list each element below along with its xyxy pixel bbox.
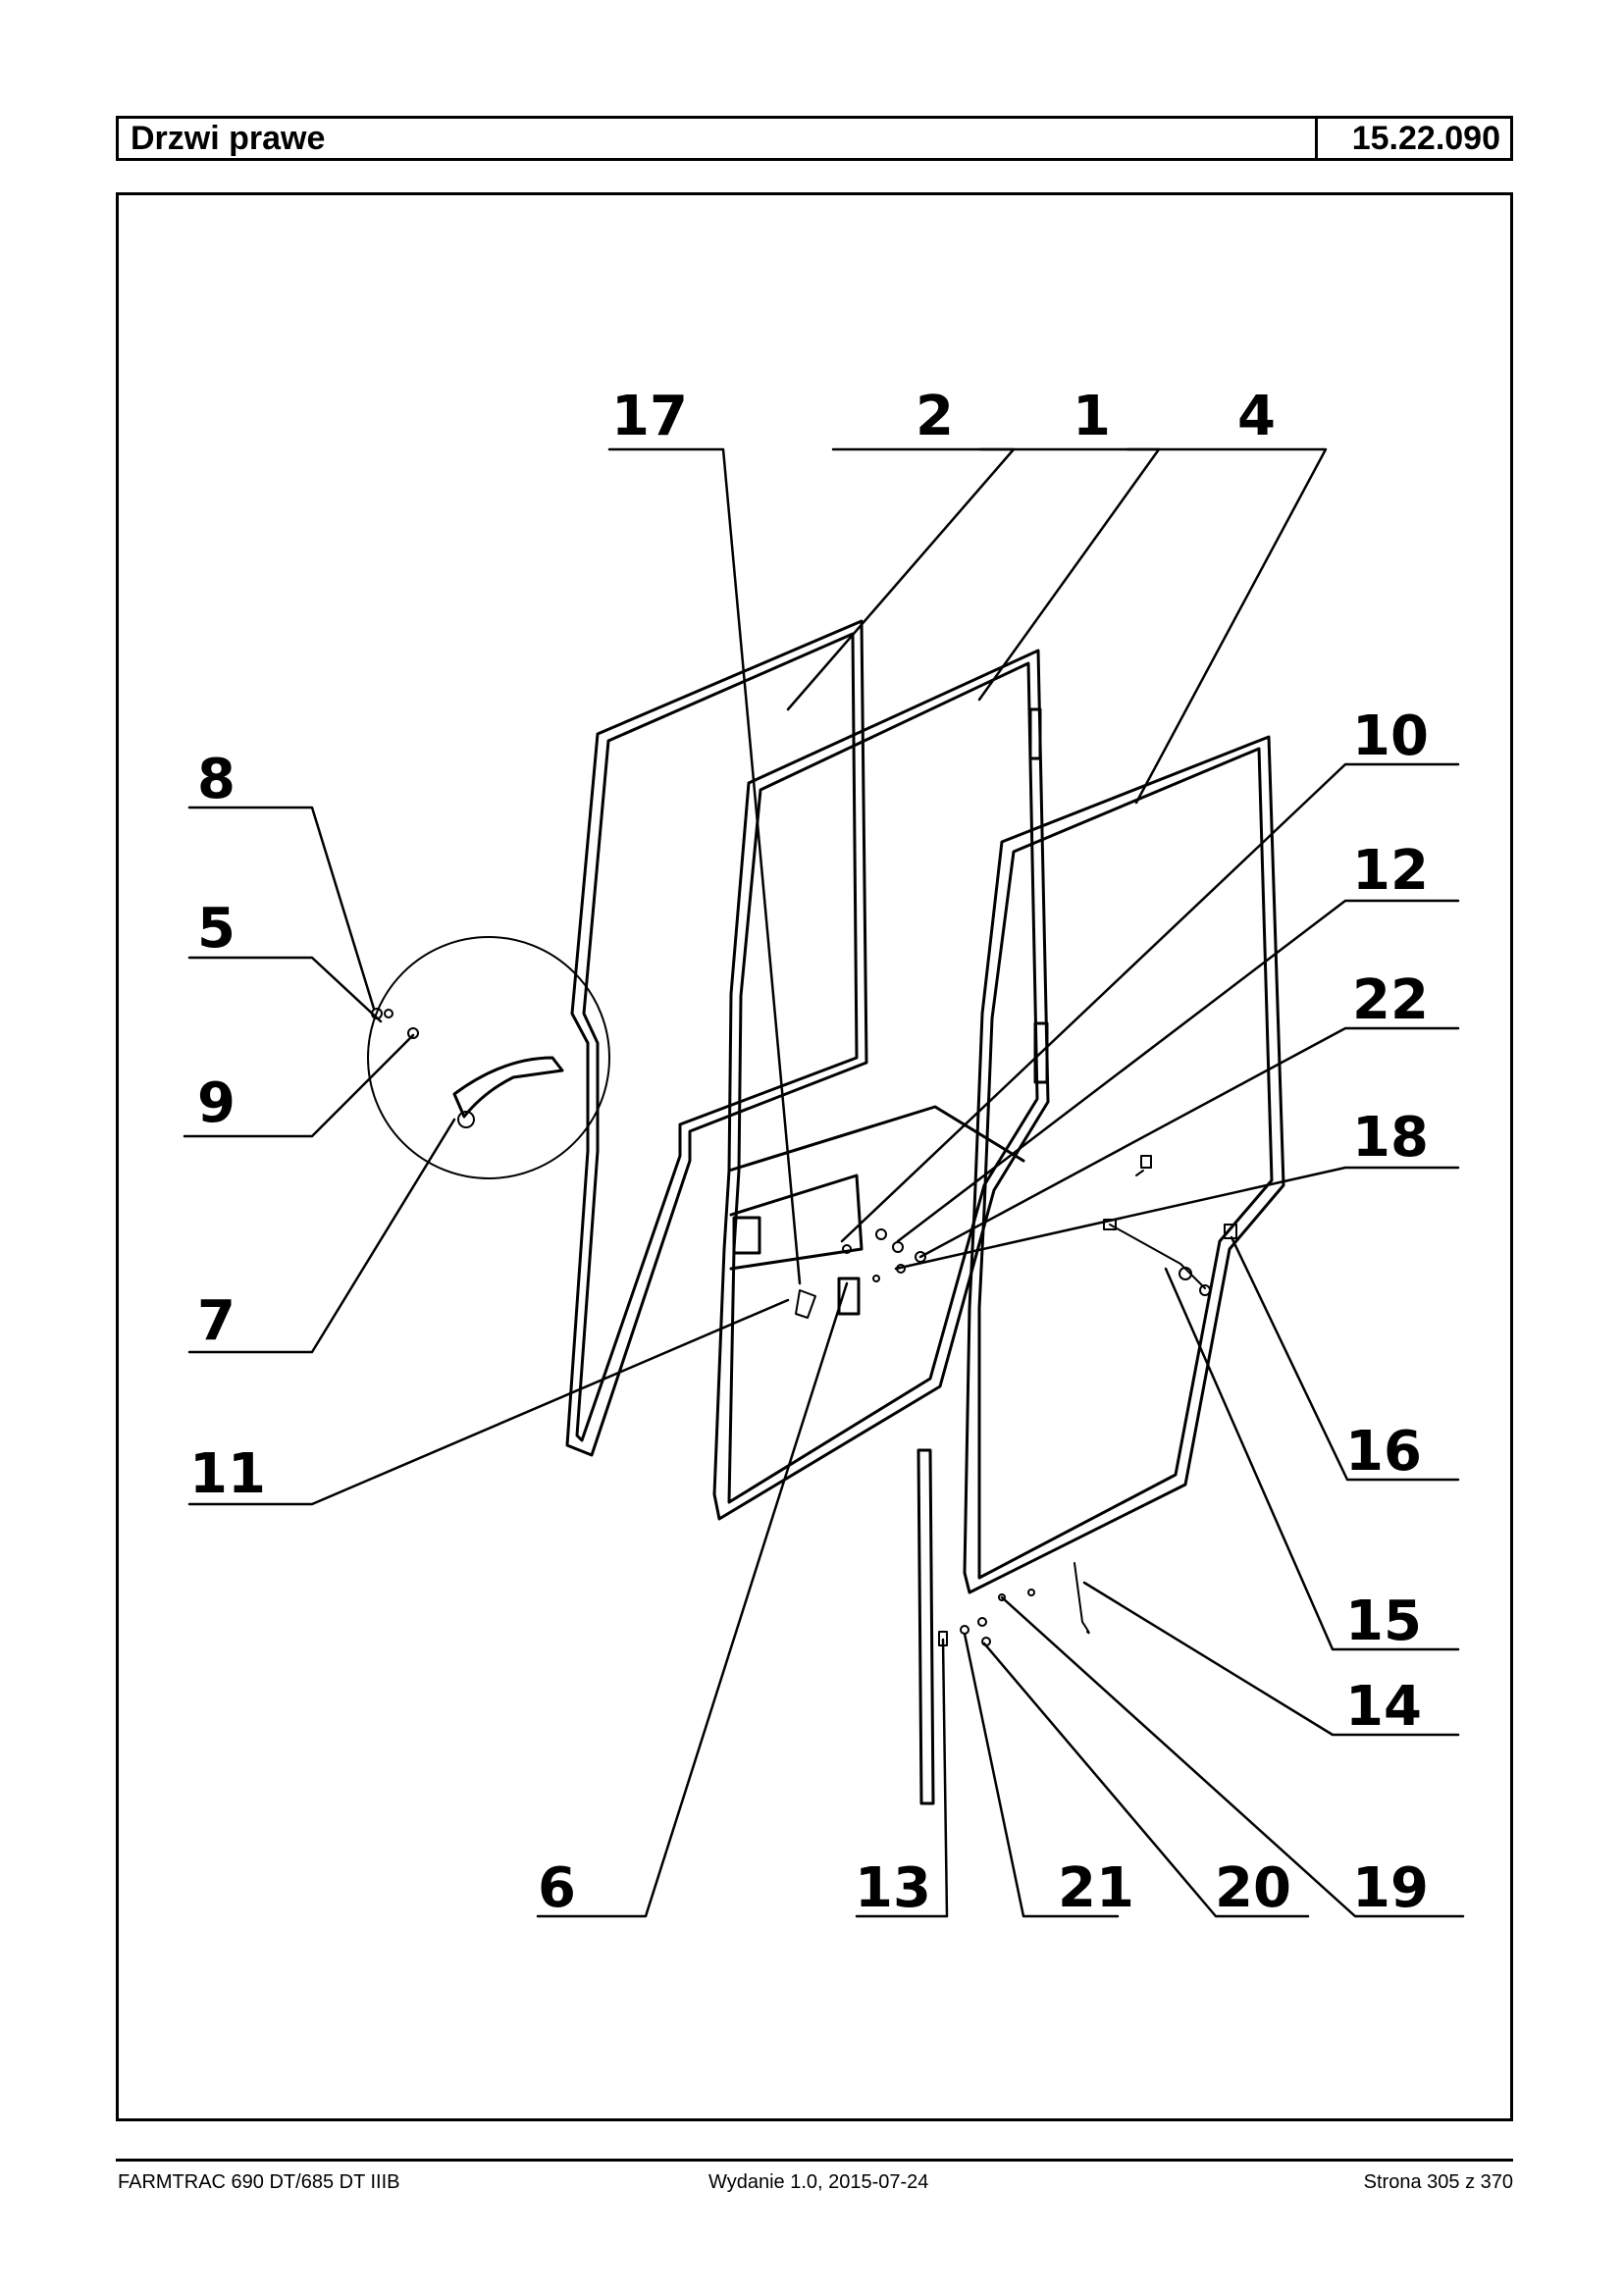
- glass-panel-part-2: [565, 619, 868, 1457]
- footer-model: FARMTRAC 690 DT/685 DT IIIB: [118, 2171, 400, 2193]
- door-frame-part-1: [712, 649, 1050, 1521]
- page-header: Drzwi prawe 15.22.090: [116, 116, 1513, 161]
- door-seal-part-4: [963, 735, 1285, 1594]
- diagram-frame: 17 2 1 4 8 5 9 7 11 10 12 22 18 16 15 14…: [116, 192, 1513, 2121]
- exploded-door-diagram: 17 2 1 4 8 5 9 7 11 10 12 22 18 16 15 14…: [183, 385, 1465, 1920]
- callout-1: 1: [1073, 385, 1111, 448]
- callout-15: 15: [1345, 1590, 1422, 1653]
- leader-lines: [183, 447, 1465, 1918]
- handle-detail-circle: [367, 936, 610, 1179]
- callout-11: 11: [189, 1442, 266, 1506]
- callout-6: 6: [538, 1856, 576, 1920]
- callout-14: 14: [1345, 1675, 1422, 1739]
- callout-9: 9: [197, 1071, 236, 1135]
- callout-10: 10: [1352, 704, 1429, 768]
- callout-13: 13: [855, 1856, 931, 1920]
- callout-7: 7: [197, 1289, 236, 1353]
- callout-2: 2: [916, 385, 954, 448]
- part-code: 15.22.090: [1351, 120, 1500, 157]
- callout-5: 5: [197, 897, 236, 961]
- callout-16: 16: [1345, 1420, 1422, 1484]
- page-title: Drzwi prawe: [119, 119, 1318, 158]
- callout-19: 19: [1352, 1856, 1429, 1920]
- callout-21: 21: [1058, 1856, 1134, 1920]
- callout-4: 4: [1237, 385, 1276, 448]
- callout-8: 8: [197, 748, 236, 811]
- footer-page-number: Strona 305 z 370: [1363, 2171, 1513, 2193]
- callout-20: 20: [1215, 1856, 1291, 1920]
- seal-strip-part-13: [917, 1448, 935, 1805]
- callout-12: 12: [1352, 839, 1429, 903]
- footer-edition: Wydanie 1.0, 2015-07-24: [708, 2171, 929, 2193]
- callout-18: 18: [1352, 1106, 1429, 1170]
- hardware-parts: [795, 1155, 1237, 1646]
- callout-22: 22: [1352, 968, 1429, 1032]
- callout-labels: 17 2 1 4 8 5 9 7 11 10 12 22 18 16 15 14…: [189, 385, 1429, 1920]
- callout-17: 17: [611, 385, 688, 448]
- footer-divider: [116, 2159, 1513, 2162]
